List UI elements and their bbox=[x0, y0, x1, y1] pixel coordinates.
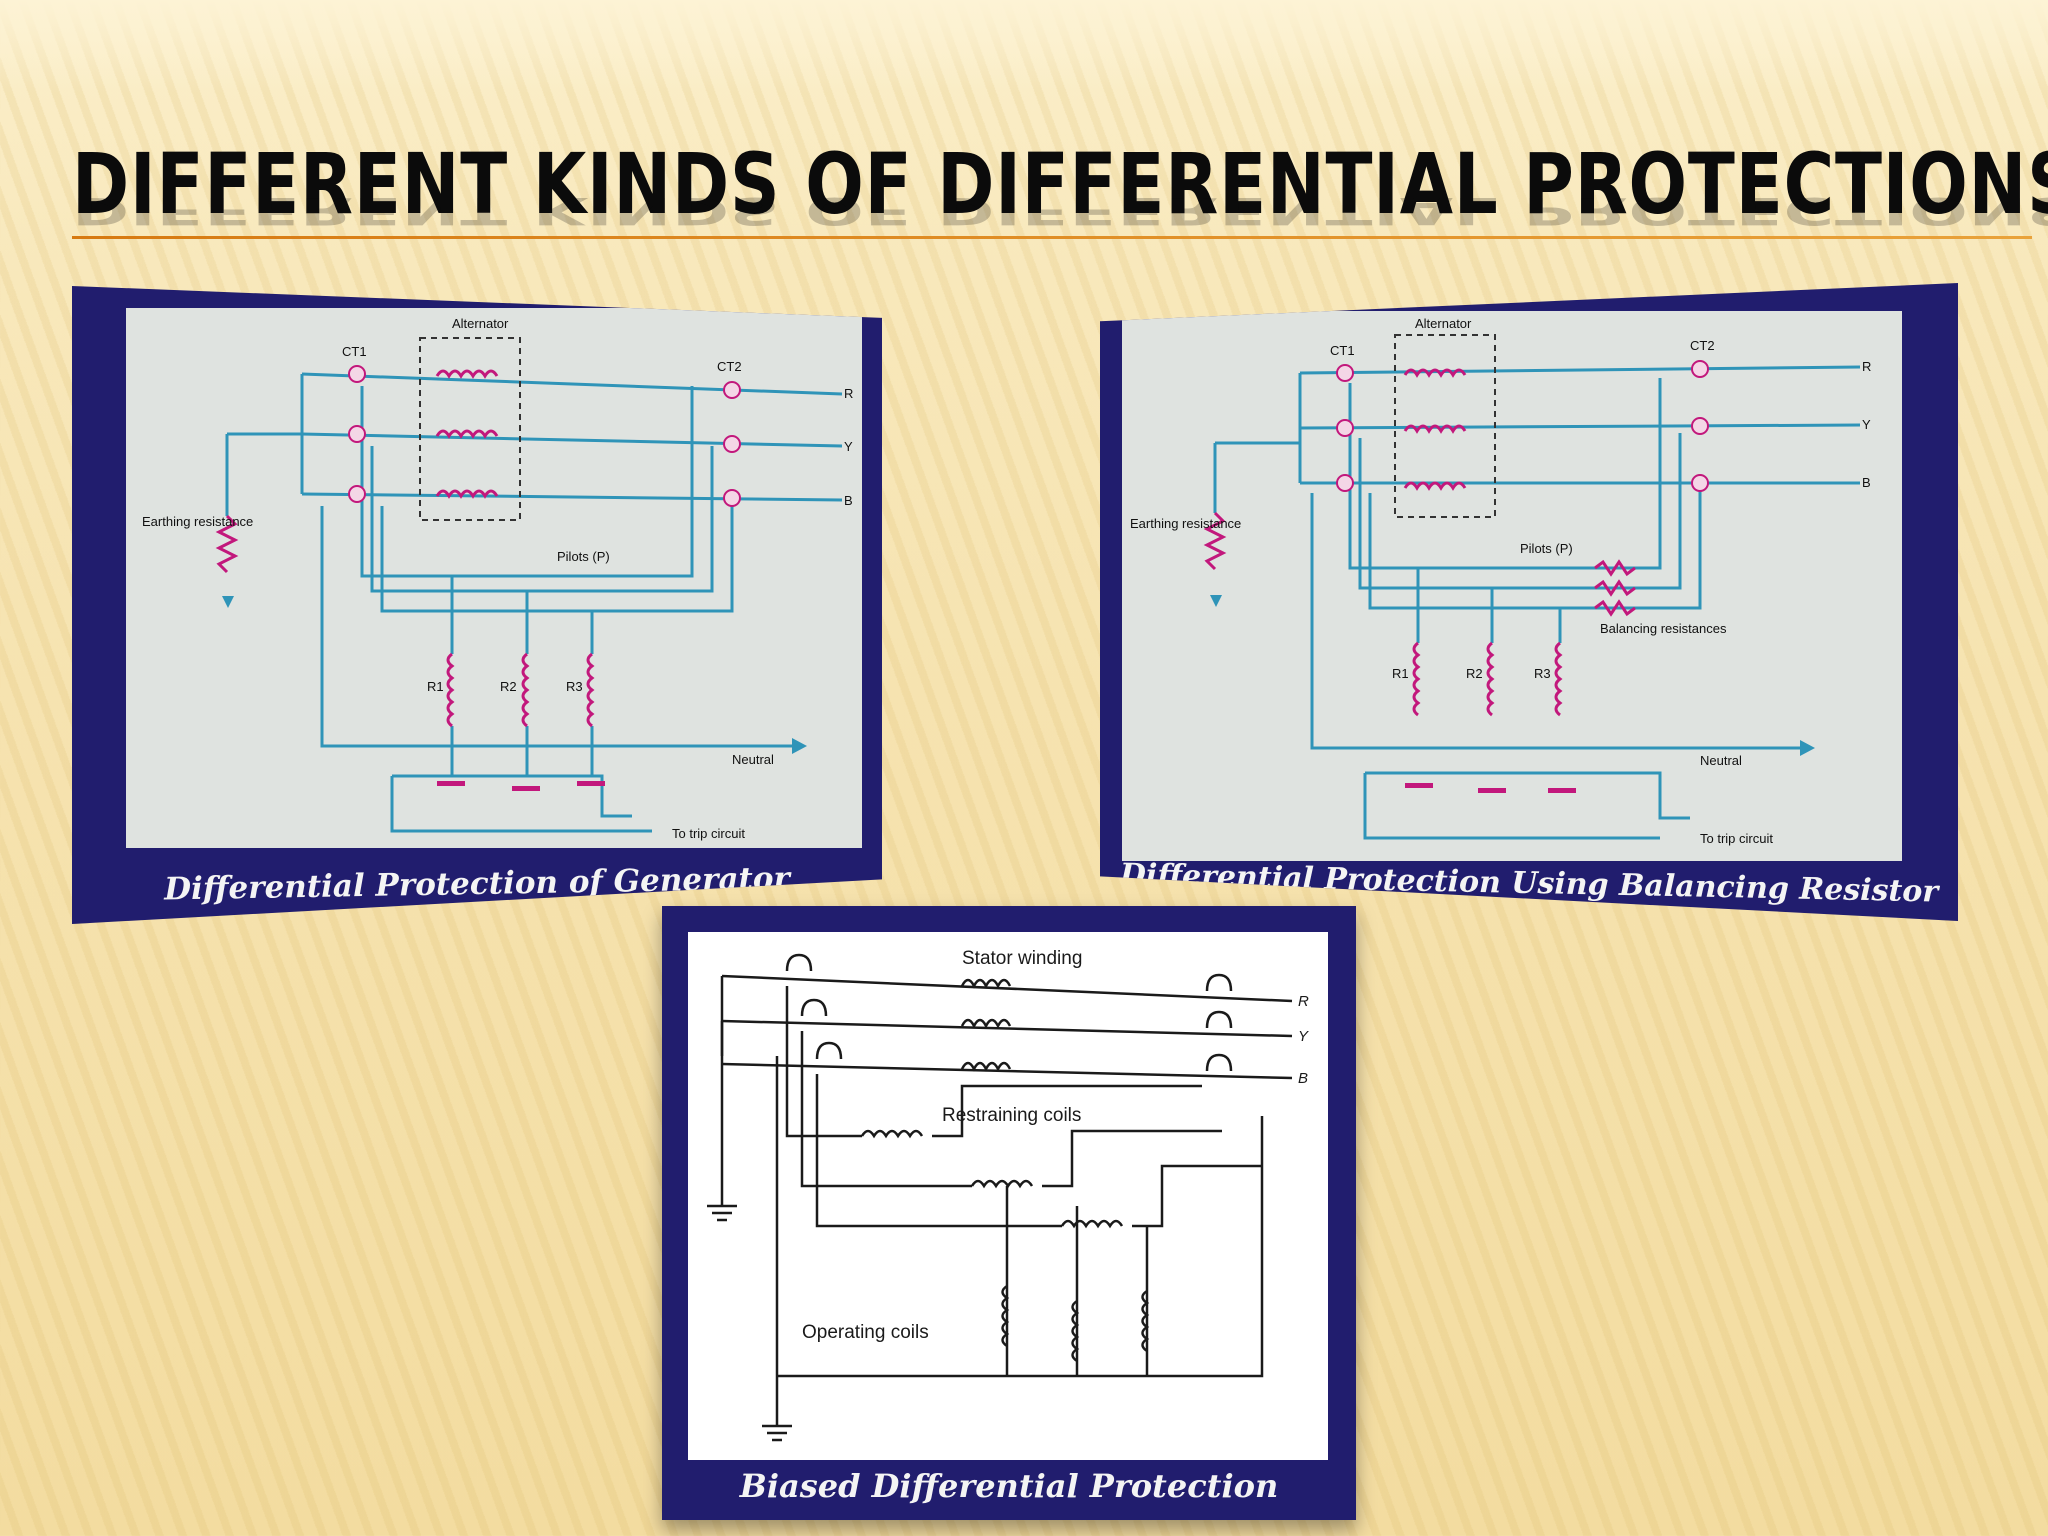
d2-alternator-label: Alternator bbox=[1415, 316, 1472, 331]
d3-operating-label: Operating coils bbox=[802, 1322, 929, 1343]
d3-stator-label: Stator winding bbox=[962, 948, 1082, 969]
slide-title: DIFFERENT KINDS OF DIFFERENTIAL PROTECTI… bbox=[72, 135, 2048, 233]
d2-ct1-label: CT1 bbox=[1330, 343, 1355, 358]
d3-restraining-label: Restraining coils bbox=[942, 1105, 1081, 1126]
d2-ct2-label: CT2 bbox=[1690, 338, 1715, 353]
d2-earthing-label: Earthing resistance bbox=[1130, 516, 1241, 531]
d2-r2-label: R2 bbox=[1466, 666, 1483, 681]
title-underline bbox=[72, 236, 2032, 239]
d3-phase-y: Y bbox=[1298, 1028, 1309, 1045]
d1-ct1-label: CT1 bbox=[342, 344, 367, 359]
d1-r1-label: R1 bbox=[427, 679, 444, 694]
diagram-generator-panel bbox=[126, 308, 862, 848]
d1-r3-label: R3 bbox=[566, 679, 583, 694]
d2-r3-label: R3 bbox=[1534, 666, 1551, 681]
d2-pilots-label: Pilots (P) bbox=[1520, 541, 1573, 556]
diagram-generator-schematic: Alternator CT1 CT2 R Y B Earthing resist… bbox=[142, 316, 853, 841]
d2-phase-y: Y bbox=[1862, 417, 1871, 432]
d1-phase-r: R bbox=[844, 386, 853, 401]
diagram-balancing-panel bbox=[1122, 311, 1902, 861]
d2-phase-r: R bbox=[1862, 359, 1871, 374]
d1-alternator-label: Alternator bbox=[452, 316, 509, 331]
d2-r1-label: R1 bbox=[1392, 666, 1409, 681]
d3-phase-b: B bbox=[1298, 1070, 1308, 1087]
slide-title-reflection: DIFFERENT KINDS OF DIFFERENTIAL PROTECTI… bbox=[72, 188, 2048, 233]
d2-balancing-label: Balancing resistances bbox=[1600, 621, 1727, 636]
d2-neutral-label: Neutral bbox=[1700, 753, 1742, 768]
d1-earthing-label: Earthing resistance bbox=[142, 514, 253, 529]
d1-r2-label: R2 bbox=[500, 679, 517, 694]
diagram-biased-schematic: Stator winding Restraining coils Operati… bbox=[707, 948, 1309, 1442]
diagram-biased-frame: Stator winding Restraining coils Operati… bbox=[662, 906, 1356, 1520]
d2-phase-b: B bbox=[1862, 475, 1871, 490]
diagram-balancing-schematic: Alternator CT1 CT2 R Y B Earthing resist… bbox=[1130, 316, 1871, 846]
d2-trip-label: To trip circuit bbox=[1700, 831, 1773, 846]
d1-trip-label: To trip circuit bbox=[672, 826, 745, 841]
diagram-generator-frame: Alternator CT1 CT2 R Y B Earthing resist… bbox=[72, 286, 882, 924]
diagram-balancing-frame: Alternator CT1 CT2 R Y B Earthing resist… bbox=[1100, 283, 1958, 921]
d1-phase-b: B bbox=[844, 493, 853, 508]
d1-phase-y: Y bbox=[844, 439, 853, 454]
d1-pilots-label: Pilots (P) bbox=[557, 549, 610, 564]
d3-caption: Biased Differential Protection bbox=[739, 1467, 1279, 1505]
top-band bbox=[0, 0, 2048, 92]
d1-neutral-label: Neutral bbox=[732, 752, 774, 767]
d1-ct2-label: CT2 bbox=[717, 359, 742, 374]
title-area: DIFFERENT KINDS OF DIFFERENTIAL PROTECTI… bbox=[72, 135, 2048, 265]
d3-phase-r: R bbox=[1298, 993, 1309, 1010]
